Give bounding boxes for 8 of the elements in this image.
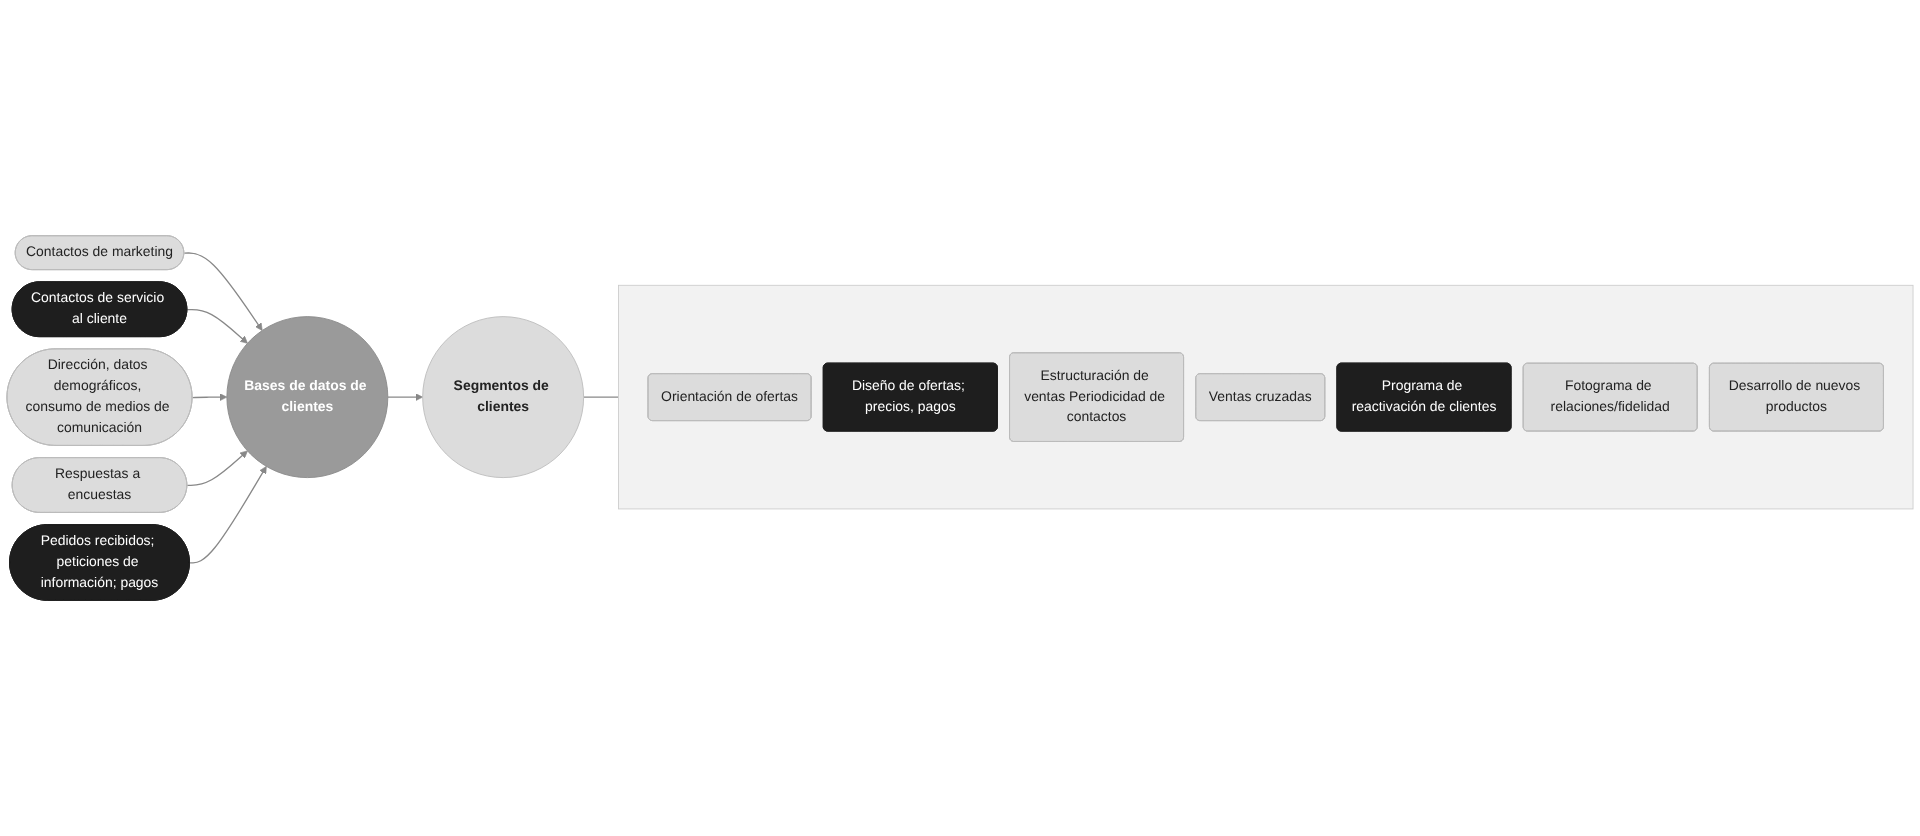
arrow	[387, 393, 423, 401]
arrow	[191, 393, 228, 401]
cluster	[618, 284, 1914, 510]
connector	[582, 396, 620, 398]
arrow	[186, 308, 248, 344]
arrow	[183, 252, 263, 331]
arrow	[189, 466, 267, 564]
arrow	[186, 450, 248, 487]
